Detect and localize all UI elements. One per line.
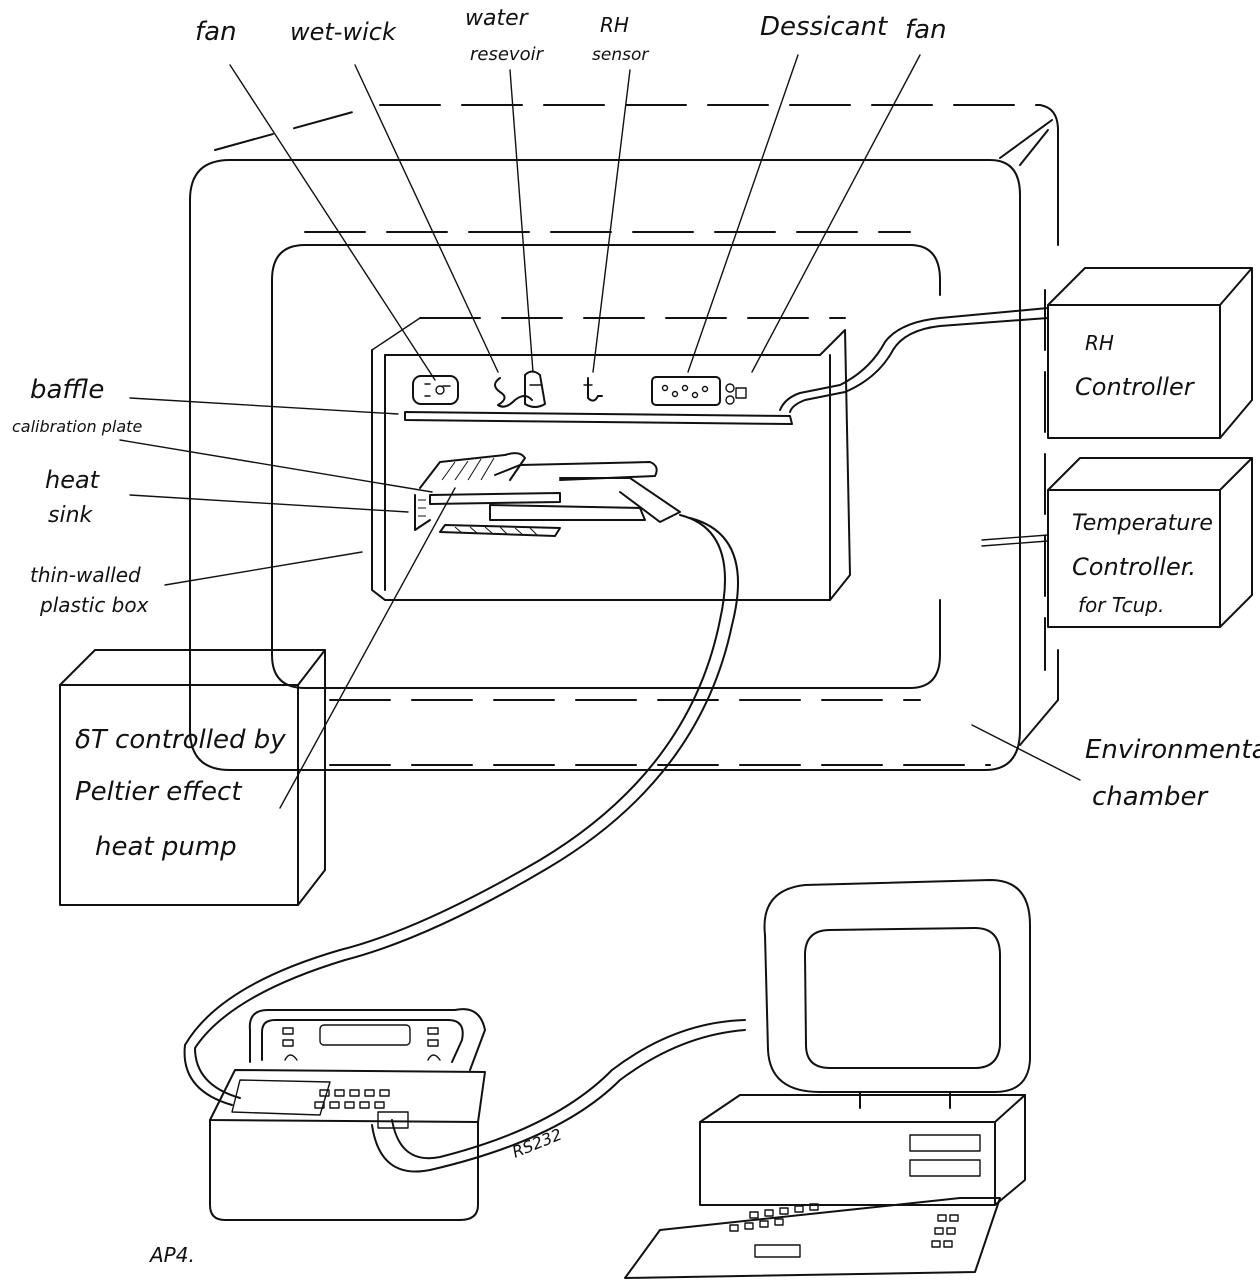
label-baffle: baffle <box>30 375 104 405</box>
label-env-chamber-2: chamber <box>1092 782 1210 812</box>
leader-lines <box>120 55 1080 808</box>
wet-wick-icon <box>495 378 532 407</box>
computer <box>625 880 1030 1278</box>
label-figure-id: AP4. <box>148 1243 195 1267</box>
label-plastic-box: plastic box <box>39 593 149 617</box>
rh-cable <box>780 308 1048 412</box>
sensor-cable <box>185 515 738 1105</box>
label-heat: heat <box>45 466 101 494</box>
rh-sensor-icon <box>584 378 602 401</box>
calibration-assembly <box>415 453 680 536</box>
label-dessicant: Dessicant <box>760 12 888 42</box>
label-peltier-2: Peltier effect <box>75 777 242 807</box>
label-rs232: RS232 <box>509 1125 564 1162</box>
label-rh-controller-2: Controller <box>1075 373 1196 401</box>
label-peltier-3: heat pump <box>95 832 237 862</box>
water-reservoir-icon <box>525 372 545 408</box>
plastic-box <box>372 318 850 600</box>
label-thin-walled: thin-walled <box>30 563 141 587</box>
labels: fan wet-wick water resevoir RH sensor De… <box>12 6 1260 1267</box>
label-fan-right: fan <box>905 15 947 45</box>
label-fan-left: fan <box>195 17 237 47</box>
label-peltier-1: δT controlled by <box>75 725 286 755</box>
label-calibration-plate: calibration plate <box>12 417 142 436</box>
label-water-2: resevoir <box>470 44 545 65</box>
label-rh-sensor-1: RH <box>600 13 629 37</box>
label-sink: sink <box>48 503 94 528</box>
data-logger <box>210 1009 485 1220</box>
label-rh-sensor-2: sensor <box>592 45 649 65</box>
rh-controller-box <box>1048 268 1252 438</box>
dessicant-icon <box>652 377 720 405</box>
label-water-1: water <box>465 6 530 31</box>
label-temp-controller-1: Temperature <box>1072 511 1213 536</box>
label-temp-controller-2: Controller. <box>1072 553 1196 581</box>
label-rh-controller-1: RH <box>1085 331 1114 355</box>
label-env-chamber-1: Environmental <box>1085 735 1260 765</box>
label-wet-wick: wet-wick <box>290 18 397 46</box>
label-temp-controller-3: for Tcup. <box>1078 593 1164 617</box>
fan-right-icon <box>726 384 746 404</box>
